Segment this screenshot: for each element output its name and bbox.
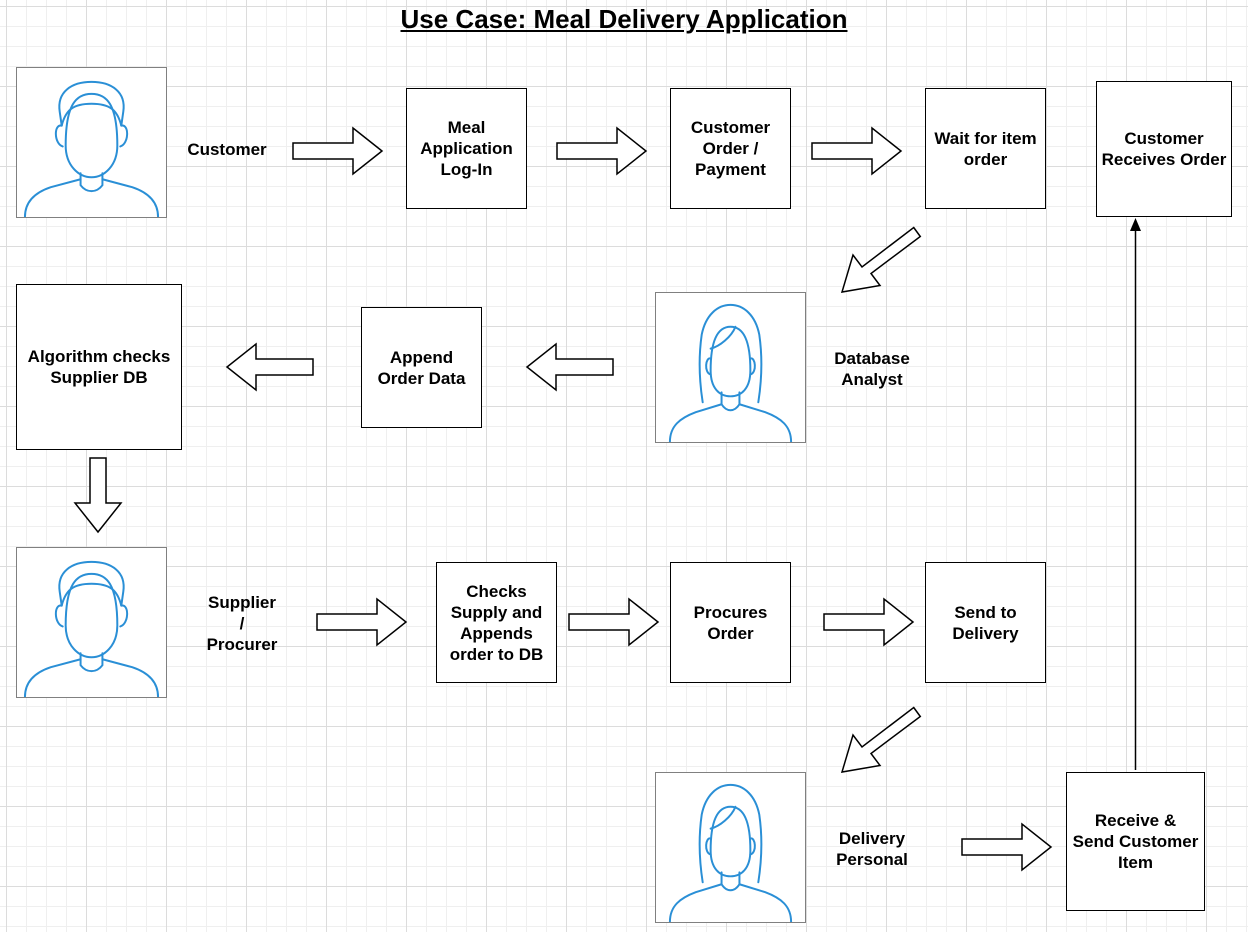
arrow-delivery-to-receive [961, 822, 1053, 872]
checks-supply-box: Checks Supply and Appends order to DB [436, 562, 557, 683]
supplier-label: Supplier / Procurer [206, 592, 278, 654]
send-delivery-box: Send to Delivery [925, 562, 1046, 683]
procures-order-box: Procures Order [670, 562, 791, 683]
database-analyst-avatar [655, 292, 806, 443]
female-user-icon [668, 783, 793, 922]
arrow-procures-to-send [823, 597, 915, 647]
arrow-append-to-algorithm [225, 342, 314, 392]
arrow-login-to-order [556, 126, 648, 176]
database-analyst-label: Database Analyst [834, 349, 910, 389]
customer-receives-box: Customer Receives Order [1096, 81, 1232, 217]
arrow-customer-to-login [292, 126, 384, 176]
wait-order-box: Wait for item order [925, 88, 1046, 209]
append-order-box: Append Order Data [361, 307, 482, 428]
diagram-title: Use Case: Meal Delivery Application [400, 4, 848, 34]
order-payment-box: Customer Order / Payment [670, 88, 791, 209]
delivery-personal-label: Delivery Personal [836, 829, 908, 869]
arrow-order-to-wait [811, 126, 903, 176]
login-box: Meal Application Log-In [406, 88, 527, 209]
arrow-receive-to-customer-head [1130, 218, 1141, 231]
customer-avatar [16, 67, 167, 218]
male-user-icon [23, 560, 160, 697]
algorithm-box: Algorithm checks Supplier DB [16, 284, 182, 450]
arrow-send-to-delivery [840, 706, 922, 773]
customer-label: Customer [187, 139, 267, 159]
arrow-wait-to-analyst [840, 226, 922, 293]
supplier-avatar [16, 547, 167, 698]
arrow-algorithm-to-supplier [73, 457, 123, 534]
arrow-supplier-to-checks [316, 597, 408, 647]
delivery-personal-avatar [655, 772, 806, 923]
male-user-icon [23, 80, 160, 217]
receive-send-box: Receive & Send Customer Item [1066, 772, 1205, 911]
arrow-analyst-to-append [525, 342, 614, 392]
arrow-checks-to-procures [568, 597, 660, 647]
female-user-icon [668, 303, 793, 442]
